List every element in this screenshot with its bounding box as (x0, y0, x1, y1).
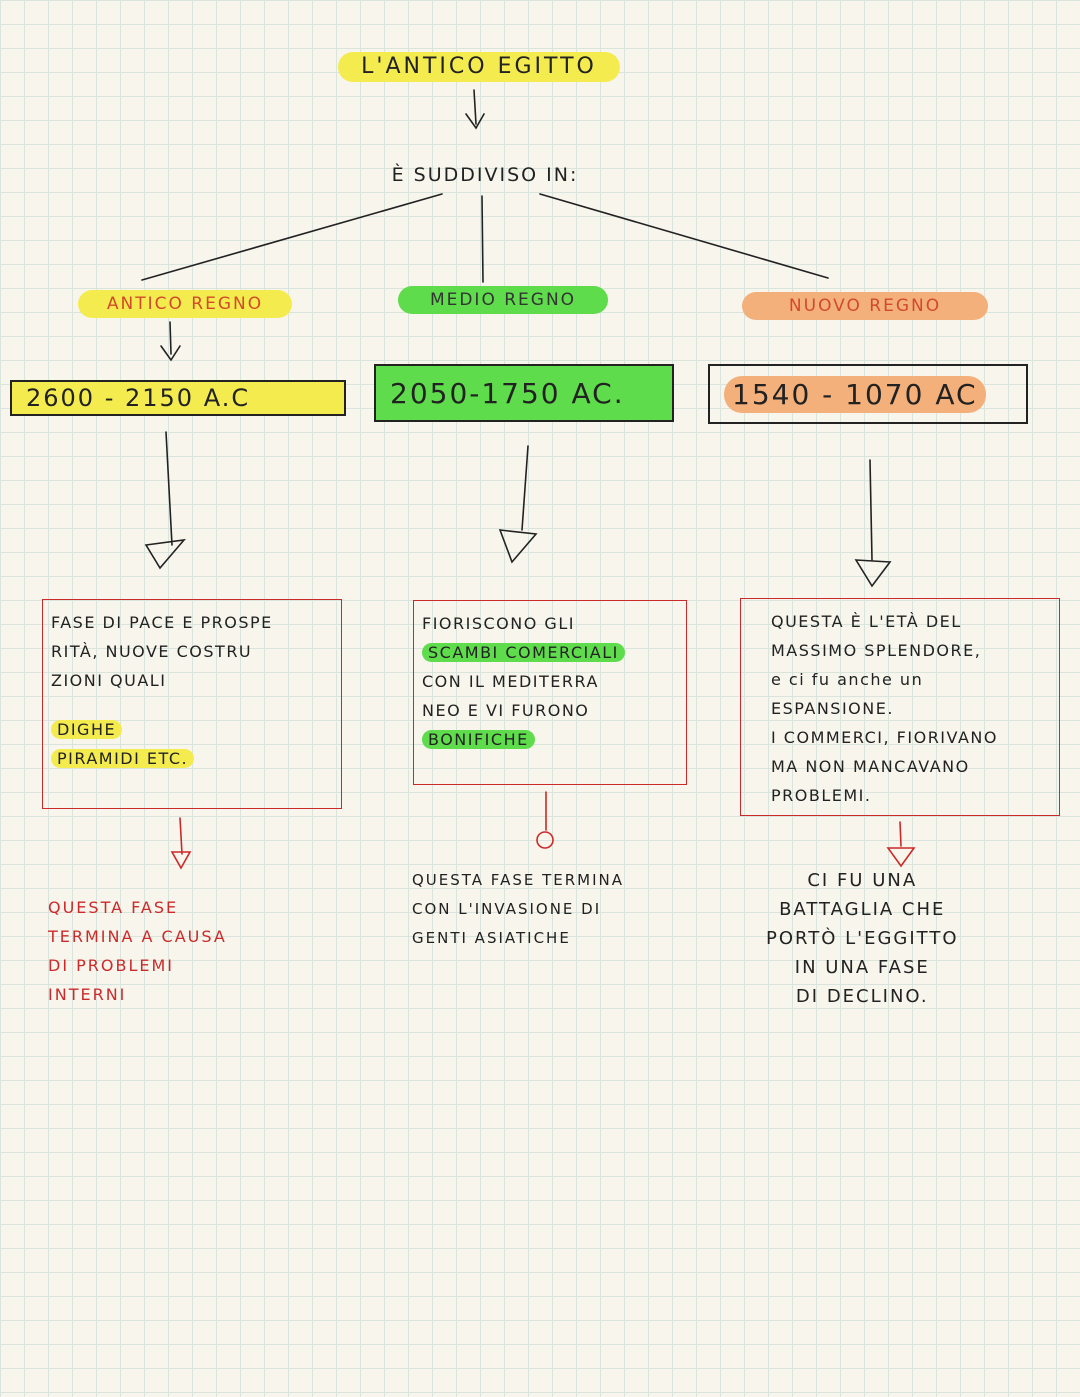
arrowhead-medio-desc (498, 529, 538, 564)
desc-box-medio: FIORISCONO GLI SCAMBI COMERCIALI CON IL … (413, 600, 687, 785)
end-line: QUESTA FASE TERMINA (412, 871, 625, 889)
end-line: GENTI ASIATICHE (412, 929, 571, 947)
desc-line: CON IL MEDITERRA (422, 672, 599, 691)
regno-nuovo-label: NUOVO REGNO (742, 292, 988, 320)
end-line: IN UNA FASE (794, 957, 930, 978)
arrowhead-antico-date (160, 345, 181, 362)
date-box-medio: 2050-1750 AC. (374, 364, 674, 422)
branch-line-antico (141, 193, 443, 281)
arrowhead-antico-desc (144, 538, 186, 570)
date-medio: 2050-1750 AC. (390, 376, 625, 410)
arrowhead-nuovo-desc (854, 559, 892, 588)
end-line: TERMINA A CAUSA (48, 927, 227, 946)
arrow-antico-end (179, 817, 183, 855)
desc-line: ZIONI QUALI (51, 671, 167, 690)
desc-line: I COMMERCI, FIORIVANO (771, 728, 998, 747)
highlight-dighe: DIGHE (51, 720, 123, 739)
highlight-piramidi: PIRAMIDI ETC. (51, 749, 195, 768)
end-note-antico: QUESTA FASE TERMINA A CAUSA DI PROBLEMI … (48, 893, 227, 1009)
end-line: PORTÒ L'EGGITTO (766, 928, 959, 949)
regno-medio-label: MEDIO REGNO (398, 286, 608, 314)
end-line: CI FU UNA (807, 870, 918, 891)
arrowhead-medio-end (536, 831, 554, 849)
desc-box-antico: FASE DI PACE E PROSPE RITÀ, NUOVE COSTRU… (42, 599, 342, 809)
desc-line: ESPANSIONE. (771, 699, 894, 718)
date-nuovo: 1540 - 1070 AC (724, 375, 986, 413)
end-line: INTERNI (48, 985, 127, 1004)
regno-antico-label: ANTICO REGNO (78, 290, 292, 318)
desc-line: RITÀ, NUOVE COSTRU (51, 642, 253, 661)
date-antico: 2600 - 2150 A.C (26, 384, 251, 412)
branch-line-medio (481, 195, 484, 283)
desc-line: PROBLEMI. (771, 786, 872, 805)
end-line: DI DECLINO. (795, 986, 929, 1007)
arrow-antico-date (169, 321, 172, 355)
desc-line: MASSIMO SPLENDORE, (771, 641, 982, 660)
diagram-title: L'ANTICO EGITTO (338, 52, 620, 82)
arrow-nuovo-desc (869, 459, 873, 561)
diagram-subtitle: È SUDDIVISO IN: (391, 164, 579, 186)
desc-line: FIORISCONO GLI (422, 614, 575, 633)
desc-box-nuovo: QUESTA È L'ETÀ DEL MASSIMO SPLENDORE, e … (740, 598, 1060, 816)
end-note-nuovo: CI FU UNA BATTAGLIA CHE PORTÒ L'EGGITTO … (766, 866, 959, 1011)
desc-line: e ci fu anche un (771, 670, 924, 689)
arrowhead-nuovo-end (886, 847, 916, 868)
end-line: QUESTA FASE (48, 898, 179, 917)
arrow-title-down (473, 89, 477, 125)
arrowhead-title (465, 113, 485, 130)
arrow-nuovo-end (899, 821, 902, 847)
highlight-scambi: SCAMBI COMERCIALI (422, 643, 625, 662)
date-box-nuovo: 1540 - 1070 AC (708, 364, 1028, 424)
desc-line: NEO E VI FURONO (422, 701, 590, 720)
arrow-antico-desc (165, 431, 173, 546)
end-line: DI PROBLEMI (48, 956, 175, 975)
desc-line: MA NON MANCAVANO (771, 757, 970, 776)
desc-line: QUESTA È L'ETÀ DEL (771, 612, 962, 631)
desc-line: FASE DI PACE E PROSPE (51, 613, 273, 632)
arrow-medio-desc (521, 445, 529, 531)
end-line: BATTAGLIA CHE (779, 899, 946, 920)
branch-line-nuovo (539, 193, 829, 279)
date-box-antico: 2600 - 2150 A.C (10, 380, 346, 416)
end-note-medio: QUESTA FASE TERMINA CON L'INVASIONE DI G… (412, 866, 624, 953)
highlight-bonifiche: BONIFICHE (422, 730, 535, 749)
end-line: CON L'INVASIONE DI (412, 900, 602, 918)
arrowhead-antico-end (170, 851, 192, 870)
